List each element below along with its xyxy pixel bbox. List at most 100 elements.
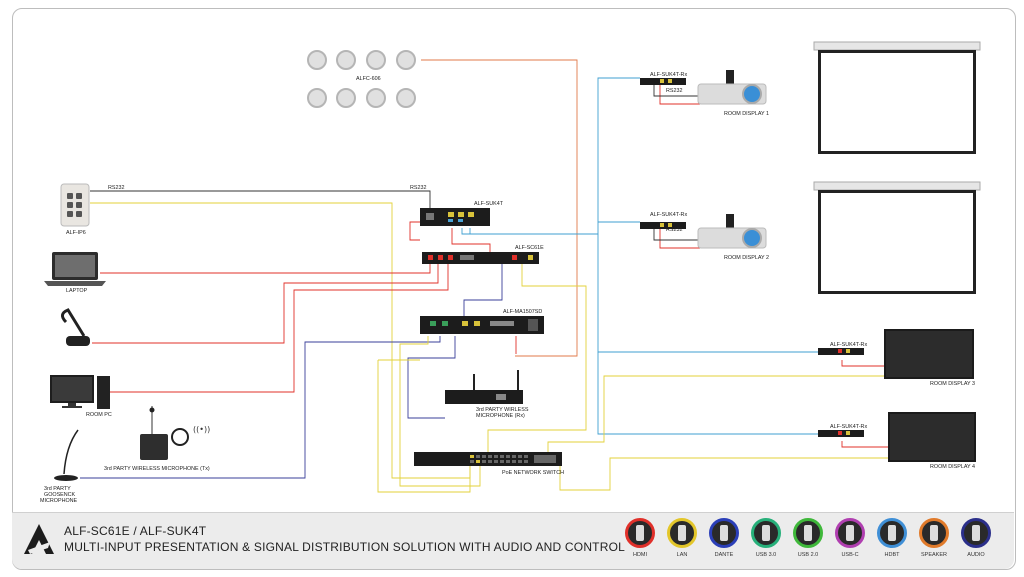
hdbt-wire-4: [597, 352, 818, 435]
legend-connector-icon: [793, 518, 823, 548]
rx4-label: ALF-SUK4T-Rx: [830, 424, 867, 430]
switch-label: PoE NETWORK SWITCH: [502, 470, 564, 476]
hdmi-sc61e-suk4t: [451, 228, 491, 255]
footer-title-line2: MULTI-INPUT PRESENTATION & SIGNAL DISTRI…: [64, 540, 625, 554]
rx-unit-2: ALF-SUK4T-Rx RS232: [640, 212, 687, 233]
suk4t-device: ALF-SUK4T: [420, 201, 504, 226]
laptop: LAPTOP: [44, 252, 106, 294]
legend-item-usb-c: USB-C: [830, 518, 870, 558]
audio-micrx-ma: [407, 336, 456, 419]
rs232-ip6-suk4t: [90, 190, 431, 208]
legend-item-hdbt: HDBT: [872, 518, 912, 558]
room-pc-label: ROOM PC: [86, 412, 112, 418]
mic-tx-label: 3rd PARTY WIRELESS MICROPHONE (Tx): [104, 466, 210, 472]
lan-sc61e-switch: [487, 263, 587, 452]
ceiling-speaker: [336, 50, 356, 70]
rx-unit-3: ALF-SUK4T-Rx: [818, 342, 867, 355]
legend-label: HDBT: [884, 552, 900, 558]
legend-connector-icon: [835, 518, 865, 548]
gooseneck-label-3: MICROPHONE: [40, 498, 78, 504]
ceiling-speaker: [307, 50, 327, 70]
display1-label: ROOM DISPLAY 1: [724, 111, 769, 117]
legend-label: DANTE: [714, 552, 734, 558]
speaker-label: ALFC-606: [356, 76, 381, 82]
gooseneck-label-1: 3rd PARTY: [44, 486, 71, 492]
ceiling-speaker: [336, 88, 356, 108]
hdmi-rx2-proj2: [659, 229, 700, 249]
speaker-wire: [421, 59, 578, 357]
footer-title-line1: ALF-SC61E / ALF-SUK4T: [64, 524, 207, 538]
mic-rx-label-2: MICROPHONE (Rx): [476, 413, 525, 419]
legend-connector-icon: [877, 518, 907, 548]
rx2-label: ALF-SUK4T-Rx: [650, 212, 687, 218]
ip6-label: ALF-IP6: [66, 230, 86, 236]
ip6-keypad: ALF-IP6: [60, 183, 90, 236]
ceiling-speaker: [366, 50, 386, 70]
display3-label: ROOM DISPLAY 3: [930, 381, 975, 387]
rx-unit-1: ALF-SUK4T-Rx RS232: [640, 72, 687, 94]
legend-connector-icon: [667, 518, 697, 548]
sc61e-device: ALF-SC61E: [422, 245, 544, 264]
ma-label: ALF-MA1507SD: [503, 309, 542, 315]
display2-label: ROOM DISPLAY 2: [724, 255, 769, 261]
rx3-label: ALF-SUK4T-Rx: [830, 342, 867, 348]
hdmi-laptop-sc61e: [100, 263, 431, 274]
legend-item-dante: DANTE: [704, 518, 744, 558]
hdmi-rx4-disp4: [841, 441, 888, 448]
legend-connector-icon: [625, 518, 655, 548]
lan-yellow-gooseneck: [377, 360, 471, 493]
legend-connector-icon: [919, 518, 949, 548]
suk4t-label: ALF-SUK4T: [474, 201, 504, 207]
legend-label: HDMI: [632, 552, 648, 558]
gooseneck-mic: 3rd PARTY GOOSENCK MICROPHONE: [40, 429, 79, 504]
legend-item-lan: LAN: [662, 518, 702, 558]
legend-item-usb-2-0: USB 2.0: [788, 518, 828, 558]
mic-rx-label-1: 3rd PARTY WIRLESS: [476, 407, 529, 413]
legend-label: USB 2.0: [797, 552, 819, 558]
dante-sc61e-ma: [463, 263, 503, 318]
lan-ma-switch: [399, 336, 481, 487]
rs232-label-suk4t: RS232: [410, 185, 426, 191]
rs232-label-rx2: RS232: [666, 227, 682, 233]
sc61e-label: ALF-SC61E: [515, 245, 544, 251]
ceiling-speaker-array: ALFC-606: [307, 50, 416, 108]
display4-label: ROOM DISPLAY 4: [930, 464, 975, 470]
flat-display-4: ROOM DISPLAY 4: [888, 412, 976, 470]
laptop-label: LAPTOP: [66, 288, 88, 294]
projector-2: ROOM DISPLAY 2: [697, 214, 769, 261]
rx-unit-4: ALF-SUK4T-Rx: [818, 424, 867, 437]
legend-item-speaker: SPEAKER: [914, 518, 954, 558]
legend-connector-icon: [961, 518, 991, 548]
hdmi-pc-sc61e: [110, 263, 449, 393]
room-pc: ROOM PC: [50, 375, 112, 418]
ctrl-suk4t: [409, 221, 420, 241]
document-camera: [61, 308, 90, 346]
ceiling-speaker: [396, 88, 416, 108]
legend-label: USB 3.0: [755, 552, 777, 558]
legend-item-usb-3-0: USB 3.0: [746, 518, 786, 558]
wireless-mic-rx: 3rd PARTY WIRLESS MICROPHONE (Rx): [445, 370, 529, 419]
gooseneck-label-2: GOOSENCK: [44, 492, 76, 498]
audio-gooseneck-ma: [80, 336, 441, 479]
projection-screen-2: [813, 181, 981, 294]
ceiling-speaker: [307, 88, 327, 108]
rx1-label: ALF-SUK4T-Rx: [650, 72, 687, 78]
legend-label: LAN: [676, 552, 688, 558]
ceiling-speaker: [366, 88, 386, 108]
rs232-rx2-proj2: [653, 229, 700, 241]
hdmi-rx3-disp3: [841, 360, 884, 367]
legend-label: SPEAKER: [921, 552, 947, 558]
legend-label: USB-C: [841, 552, 859, 558]
rs232-label-ip6: RS232: [108, 185, 124, 191]
brand-logo: [24, 524, 54, 554]
projection-screen-1: [813, 41, 981, 154]
hdmi-rx1-proj1: [659, 85, 700, 105]
rs232-rx1-proj1: [653, 85, 700, 97]
lan-switch-rx3: [547, 375, 884, 452]
svg-text:((•)): ((•)): [193, 425, 210, 434]
legend-connector-icon: [751, 518, 781, 548]
ma-amplifier: ALF-MA1507SD: [420, 309, 544, 334]
legend-connector-icon: [709, 518, 739, 548]
lan-switch-rx4: [559, 457, 888, 491]
